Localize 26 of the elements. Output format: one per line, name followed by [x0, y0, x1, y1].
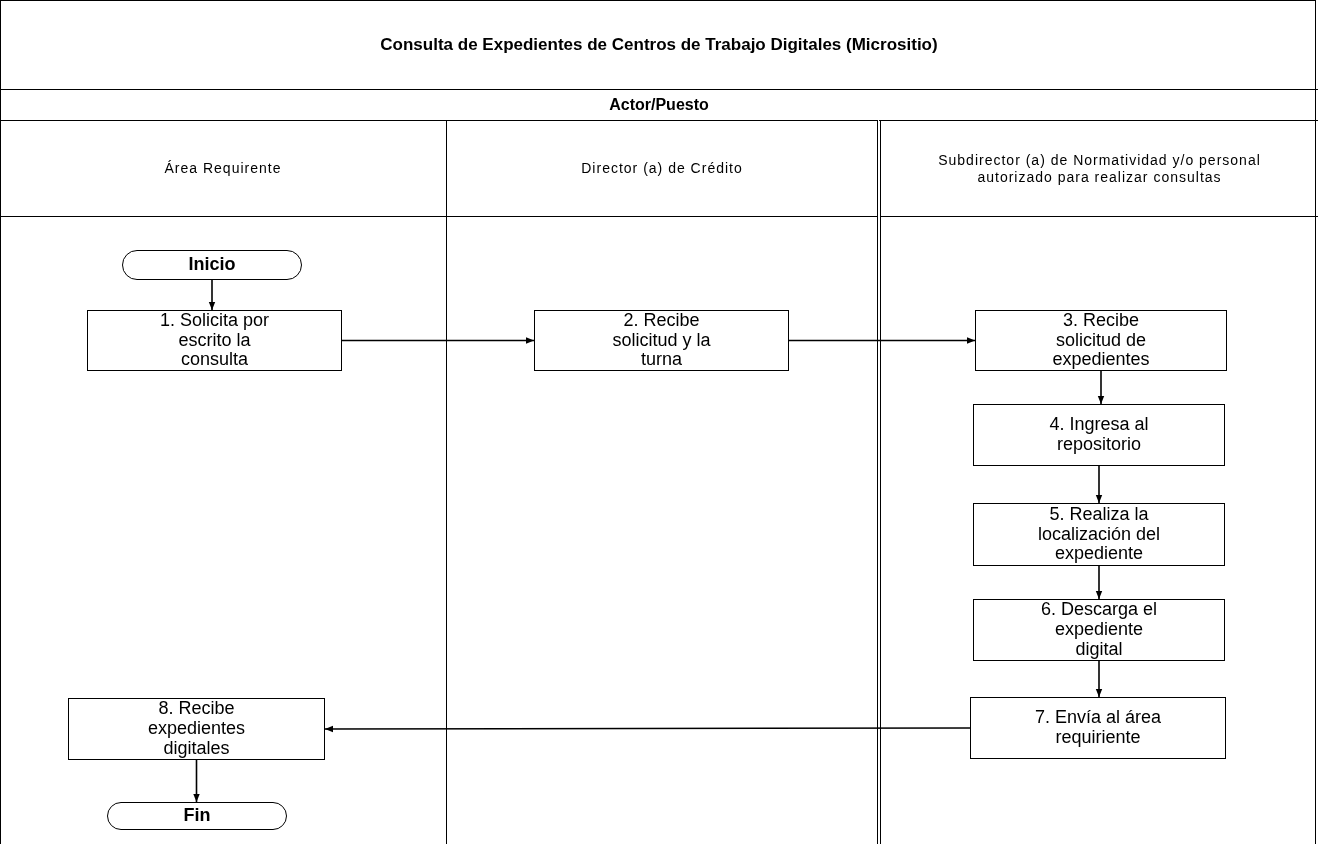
column-header: Actor/Puesto: [608, 95, 710, 115]
terminator: Inicio: [122, 250, 302, 280]
arrow: [193, 759, 200, 803]
process-box: 1. Solicita por escrito la consulta: [87, 310, 342, 371]
arrow: [324, 725, 971, 733]
lane-header: Subdirector (a) de Normatividad y/o personal autorizado para realizar consultas: [937, 152, 1262, 185]
swimlane: [446, 120, 877, 844]
process-box: 2. Recibe solicitud y la turna: [534, 310, 789, 371]
process-box: 7. Envía al área requiriente: [970, 697, 1226, 759]
process-box: 6. Descarga el expediente digital: [973, 599, 1225, 661]
process-box: 3. Recibe solicitud de expedientes: [975, 310, 1227, 371]
arrow: [1095, 465, 1103, 504]
terminator: Fin: [107, 802, 287, 830]
arrow: [1095, 565, 1103, 600]
arrow: [1097, 370, 1105, 405]
diagram-title: Consulta de Expedientes de Centros de Trabajo Digitales (Micrositio): [0, 0, 1318, 90]
arrow: [1095, 660, 1103, 698]
process-box: 5. Realiza la localización del expediente: [973, 503, 1225, 566]
lane-header: Área Requirente: [164, 160, 282, 177]
swimlane: [877, 120, 1318, 844]
arrow: [208, 279, 216, 311]
process-box: 4. Ingresa al repositorio: [973, 404, 1225, 466]
process-box: 8. Recibe expedientes digitales: [68, 698, 325, 760]
arrow: [341, 337, 535, 344]
arrow: [788, 337, 976, 344]
lane-header: Director (a) de Crédito: [581, 160, 743, 177]
